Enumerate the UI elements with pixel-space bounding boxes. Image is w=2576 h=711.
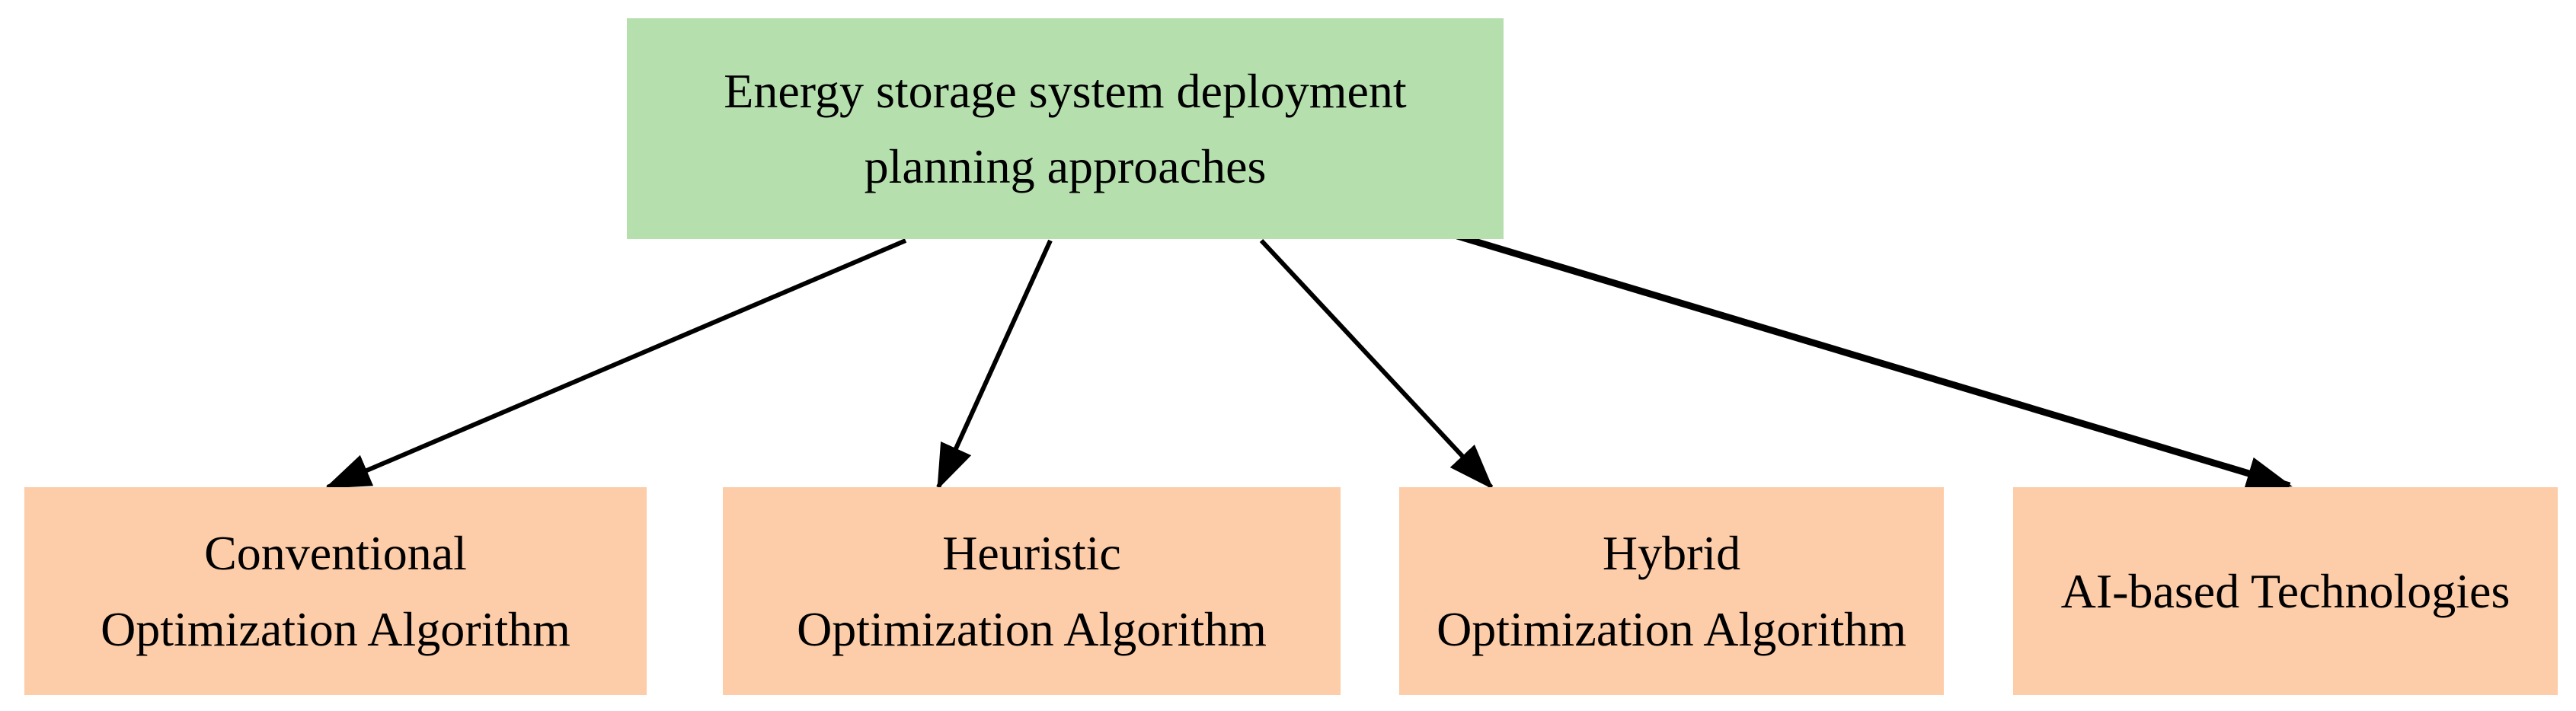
arrow-root-to-conventional bbox=[324, 238, 907, 489]
arrow-root-to-hybrid bbox=[1259, 238, 1494, 489]
child-node-ai: AI-based Technologies bbox=[2013, 487, 2558, 695]
child-node-heuristic-label: Heuristic Optimization Algorithm bbox=[797, 526, 1267, 656]
child-node-heuristic: Heuristic Optimization Algorithm bbox=[723, 487, 1341, 695]
arrow-root-to-heuristic bbox=[936, 239, 1053, 490]
child-node-conventional: Conventional Optimization Algorithm bbox=[24, 487, 647, 695]
child-node-ai-label: AI-based Technologies bbox=[2060, 563, 2510, 618]
root-node-label: Energy storage system deployment plannin… bbox=[724, 63, 1407, 193]
child-node-conventional-label: Conventional Optimization Algorithm bbox=[101, 526, 570, 656]
child-node-hybrid: Hybrid Optimization Algorithm bbox=[1399, 487, 1944, 695]
child-node-hybrid-label: Hybrid Optimization Algorithm bbox=[1437, 526, 1906, 656]
arrow-root-to-ai bbox=[1456, 232, 2293, 489]
root-node: Energy storage system deployment plannin… bbox=[627, 18, 1504, 239]
